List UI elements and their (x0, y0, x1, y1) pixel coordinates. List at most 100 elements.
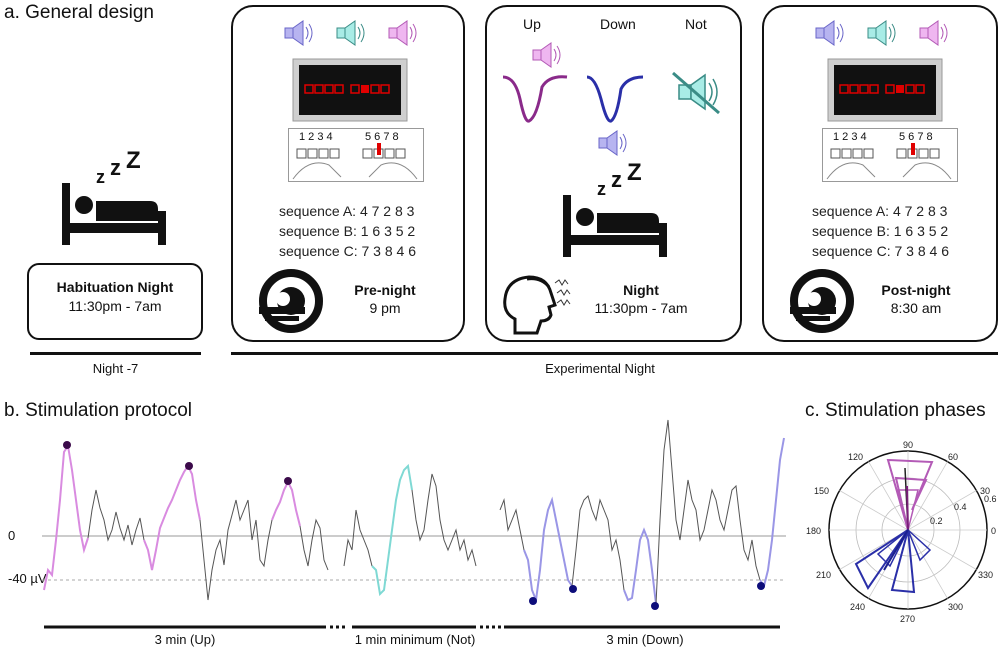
pre-seq-b: sequence B: 1 6 3 5 2 (279, 223, 416, 239)
up-phase-rose (886, 458, 934, 531)
down-phase-rose-4 (907, 529, 932, 562)
angle-label: 240 (850, 602, 865, 612)
habituation-timeline-bar (30, 352, 201, 355)
angle-label: 210 (816, 570, 831, 580)
night-time: 11:30pm - 7am (594, 300, 688, 316)
down-marker (529, 597, 537, 605)
phase-polar-plot: 90 60 30 0 330 300 270 240 210 180 150 1… (806, 440, 997, 624)
post-night-time: 8:30 am (890, 300, 942, 316)
speaker-icon-up (388, 20, 417, 46)
pre-night-time: 9 pm (369, 300, 401, 316)
post-speaker-icon-not (867, 20, 896, 46)
angle-label: 120 (848, 452, 863, 462)
svg-text:Z: Z (627, 159, 642, 186)
eeg-head-icon (503, 275, 571, 335)
radial-label: 0.6 (984, 494, 997, 504)
up-speaker-icon (532, 42, 561, 68)
down-segment-trace (523, 496, 573, 604)
down-segment-label: 3 min (Down) (606, 632, 684, 647)
down-speaker-icon (598, 130, 627, 156)
mri-scanner-icon (259, 269, 323, 333)
down-segment-trace-3 (759, 437, 785, 589)
monitor-icon (292, 58, 408, 122)
y-neg40-label: -40 µV (8, 571, 47, 586)
sleep-bed-icon: z z Z (60, 147, 170, 250)
condition-up-label: Up (523, 16, 541, 32)
muted-speaker-icon (672, 71, 720, 115)
eeg-trace-gray-1 (87, 489, 145, 546)
pre-night-title: Pre-night (354, 282, 416, 298)
eeg-trace-gray-6 (499, 498, 525, 551)
experimental-night-label: Experimental Night (545, 361, 655, 376)
speaker-icon-down (284, 20, 313, 46)
down-phase-rose (854, 529, 909, 590)
radial-label: 0.2 (930, 516, 943, 526)
eeg-trace-plot (42, 419, 786, 629)
up-segment-trace-3 (271, 479, 301, 527)
experimental-timeline-bar (231, 352, 998, 355)
angle-label: 150 (814, 486, 829, 496)
down-phase-rose-3 (876, 529, 909, 568)
post-seq-a: sequence A: 4 7 2 8 3 (812, 203, 948, 219)
angle-label: 90 (903, 440, 913, 450)
up-marker (63, 441, 71, 449)
up-wave (502, 75, 568, 123)
up-segment-trace (43, 443, 89, 591)
radial-label: 0.4 (954, 502, 967, 512)
keys-left-label: 1 2 3 4 (299, 131, 333, 143)
up-marker (284, 477, 292, 485)
stimulation-conditions-drawing (502, 42, 720, 156)
speaker-icon-not (336, 20, 365, 46)
post-keys-left-label: 1 2 3 4 (833, 131, 867, 143)
svg-text:z: z (96, 167, 105, 187)
keyboard-icon: 1 2 3 4 5 6 7 8 (288, 128, 424, 182)
angle-label: 270 (900, 614, 915, 624)
svg-text:z: z (611, 167, 622, 192)
y-zero-label: 0 (8, 528, 16, 543)
down-mean-vector (883, 529, 909, 571)
up-mean-vector-color (906, 485, 909, 531)
angle-label: 180 (806, 526, 821, 536)
not-segment-label: 1 min minimum (Not) (354, 632, 476, 647)
down-marker (651, 602, 659, 610)
eeg-trace-gray-4 (343, 509, 373, 567)
keys-right-label: 5 6 7 8 (365, 131, 399, 143)
post-night-panel: 1 2 3 4 5 6 7 8 sequence A: 4 7 2 8 3 se… (762, 5, 998, 342)
angle-label: 300 (948, 602, 963, 612)
habituation-title: Habituation Night (56, 279, 174, 295)
habituation-time: 11:30pm - 7am (68, 298, 162, 314)
eeg-trace-gray-2 (199, 499, 273, 601)
down-phase-rose-2 (890, 529, 916, 594)
down-segment-trace-2 (623, 527, 657, 605)
tone-speakers (284, 20, 417, 46)
eeg-trace-gray-8 (655, 419, 761, 605)
angle-label: 60 (948, 452, 958, 462)
condition-not-label: Not (685, 16, 707, 32)
down-wave (586, 75, 644, 123)
post-night-title: Post-night (881, 282, 951, 298)
down-marker (757, 582, 765, 590)
up-segment-trace-2 (143, 464, 201, 571)
up-marker (185, 462, 193, 470)
post-seq-b: sequence B: 1 6 3 5 2 (812, 223, 949, 239)
condition-down-label: Down (600, 16, 636, 32)
eeg-trace-gray-5 (411, 473, 477, 567)
post-tone-speakers (815, 20, 948, 46)
post-mri-scanner-icon (790, 269, 854, 333)
post-monitor-icon (827, 58, 943, 122)
pre-seq-a: sequence A: 4 7 2 8 3 (279, 203, 415, 219)
down-marker (569, 585, 577, 593)
angle-label: 330 (978, 570, 993, 580)
svg-text:Z: Z (126, 147, 141, 174)
post-speaker-icon-down (815, 20, 844, 46)
angle-label: 0 (991, 526, 996, 536)
night-panel: Up Down Not z z Z (485, 5, 742, 342)
post-speaker-icon-up (919, 20, 948, 46)
pre-seq-c: sequence C: 7 3 8 4 6 (279, 243, 416, 259)
eeg-trace-gray-3 (299, 518, 329, 571)
post-keyboard-icon: 1 2 3 4 5 6 7 8 (822, 128, 958, 182)
svg-text:z: z (110, 155, 121, 180)
habituation-night-box: Habituation Night 11:30pm - 7am (27, 263, 203, 340)
pre-night-panel: 1 2 3 4 5 6 7 8 sequence A: 4 7 2 8 3 se… (231, 5, 465, 342)
section-a-title: a. General design (4, 2, 154, 23)
